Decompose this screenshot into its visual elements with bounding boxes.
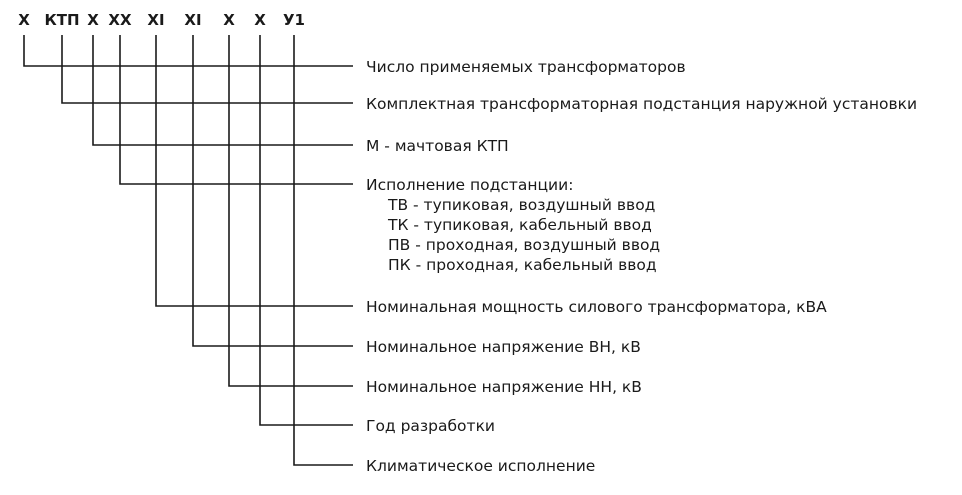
connector-line-0 — [23, 35, 353, 67]
code-part-5: XI — [184, 11, 201, 29]
connector-line-3 — [119, 35, 353, 185]
description-0: Число применяемых трансформаторов — [366, 58, 686, 76]
code-part-2: X — [87, 11, 99, 29]
code-part-4: XI — [147, 11, 164, 29]
description-3: Исполнение подстанции: — [366, 176, 573, 194]
description-7: Год разработки — [366, 417, 495, 435]
code-part-3: XX — [108, 11, 132, 29]
code-part-1: КТП — [44, 11, 79, 29]
description-list: Число применяемых трансформаторовКомплек… — [366, 58, 917, 475]
description-1: Комплектная трансформаторная подстанция … — [366, 95, 917, 113]
description-3-subitem-2: ТК - тупиковая, кабельный ввод — [387, 216, 652, 234]
code-part-0: X — [18, 11, 30, 29]
code-part-7: X — [254, 11, 266, 29]
connector-line-8 — [293, 35, 353, 466]
connector-line-2 — [92, 35, 353, 146]
connector-line-5 — [192, 35, 353, 347]
description-5: Номинальное напряжение ВН, кВ — [366, 338, 641, 356]
description-3-subitem-4: ПК - проходная, кабельный ввод — [388, 256, 657, 274]
connector-line-4 — [155, 35, 353, 307]
code-part-8: У1 — [283, 11, 305, 29]
description-4: Номинальная мощность силового трансформа… — [366, 298, 827, 316]
connector-line-6 — [228, 35, 353, 387]
connector-line-7 — [259, 35, 353, 426]
connector-line-1 — [61, 35, 353, 104]
description-8: Климатическое исполнение — [366, 457, 595, 475]
connector-lines — [23, 35, 353, 466]
code-part-6: X — [223, 11, 235, 29]
description-3-subitem-1: ТВ - тупиковая, воздушный ввод — [387, 196, 655, 214]
description-3-subitem-3: ПВ - проходная, воздушный ввод — [388, 236, 660, 254]
description-2: М - мачтовая КТП — [366, 137, 509, 155]
description-6: Номинальное напряжение НН, кВ — [366, 378, 642, 396]
